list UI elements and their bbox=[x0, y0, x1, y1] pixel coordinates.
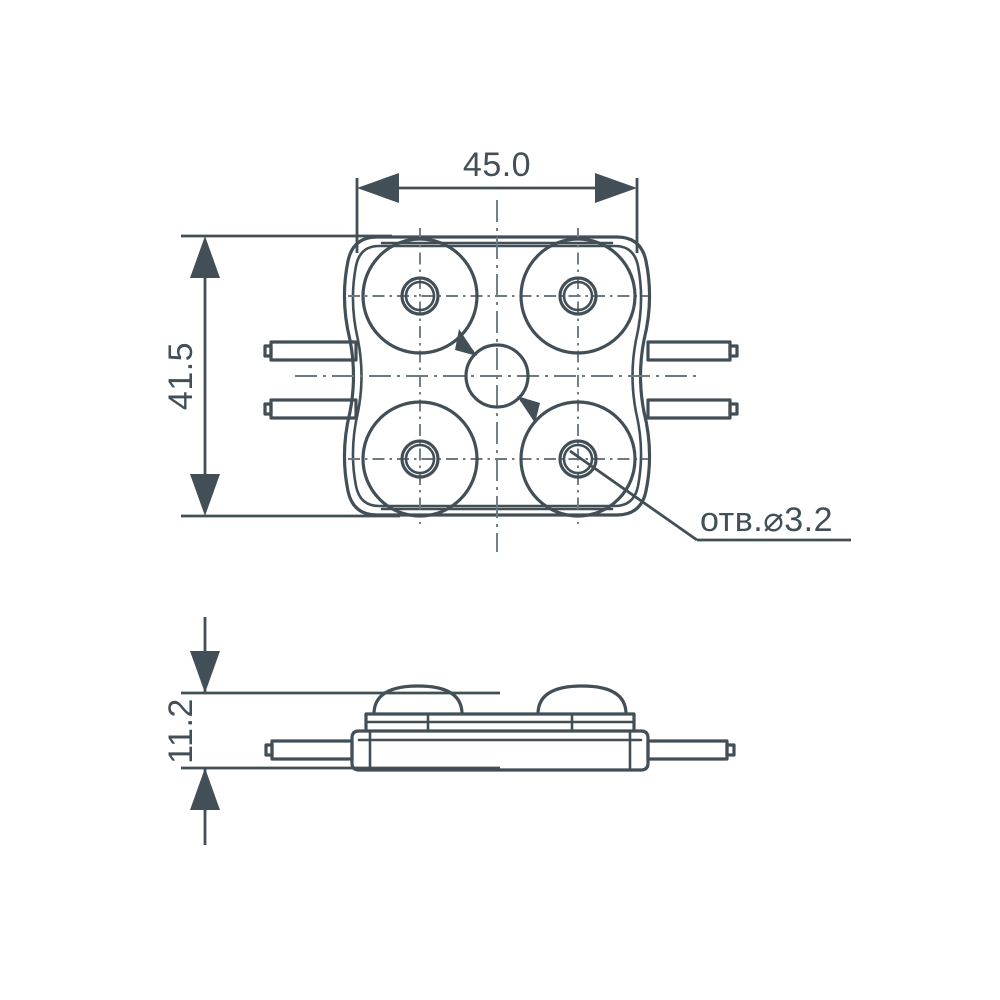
dimension-label-thickness: 11.2 bbox=[162, 698, 200, 764]
lead-wire-left-bottom bbox=[263, 398, 358, 420]
side-dome-right bbox=[536, 684, 628, 716]
height-extension-lines bbox=[181, 234, 400, 518]
arrow-top-height bbox=[190, 236, 220, 278]
thickness-extension-lines bbox=[181, 691, 500, 770]
width-extension-lines bbox=[355, 178, 639, 253]
led-lens-top-right bbox=[519, 237, 637, 355]
side-lead-wire-right bbox=[646, 739, 736, 761]
side-view: 11.2 bbox=[162, 617, 736, 845]
body-outline-inner bbox=[351, 244, 643, 508]
lead-wire-right-top bbox=[646, 340, 739, 362]
arrow-left-width bbox=[357, 173, 399, 203]
side-base-body bbox=[350, 729, 650, 772]
side-lead-wire-left bbox=[264, 739, 354, 761]
arrow-right-width bbox=[595, 173, 637, 203]
led-lens-bottom-right bbox=[519, 400, 637, 518]
body-outline-outer bbox=[342, 235, 652, 517]
led-lens-bottom-left bbox=[361, 400, 479, 518]
height-dimension bbox=[190, 236, 220, 516]
lead-wire-right-bottom bbox=[646, 398, 739, 420]
thickness-dimension bbox=[190, 617, 220, 845]
hole-callout-leader bbox=[569, 449, 698, 542]
arrow-to-hole-lower bbox=[517, 396, 540, 423]
side-dome-left bbox=[372, 684, 464, 716]
hole-callout-label: отв.⌀3.2 bbox=[700, 501, 833, 539]
lead-wire-left-top bbox=[263, 340, 358, 362]
arrow-bottom-thickness bbox=[190, 768, 220, 810]
top-view: 45.0 41.5 bbox=[162, 146, 851, 552]
hole-leader-arrows bbox=[455, 329, 540, 423]
mounting-hole bbox=[464, 343, 530, 409]
arrow-to-hole-upper bbox=[455, 329, 477, 356]
dimension-label-height: 41.5 bbox=[162, 342, 200, 410]
side-lens-base-plate bbox=[364, 712, 636, 733]
width-dimension bbox=[357, 173, 637, 203]
led-lens-top-left bbox=[361, 237, 479, 355]
arrow-bottom-height bbox=[190, 474, 220, 516]
arrow-top-thickness bbox=[190, 651, 220, 693]
dimension-label-width: 45.0 bbox=[463, 146, 531, 184]
